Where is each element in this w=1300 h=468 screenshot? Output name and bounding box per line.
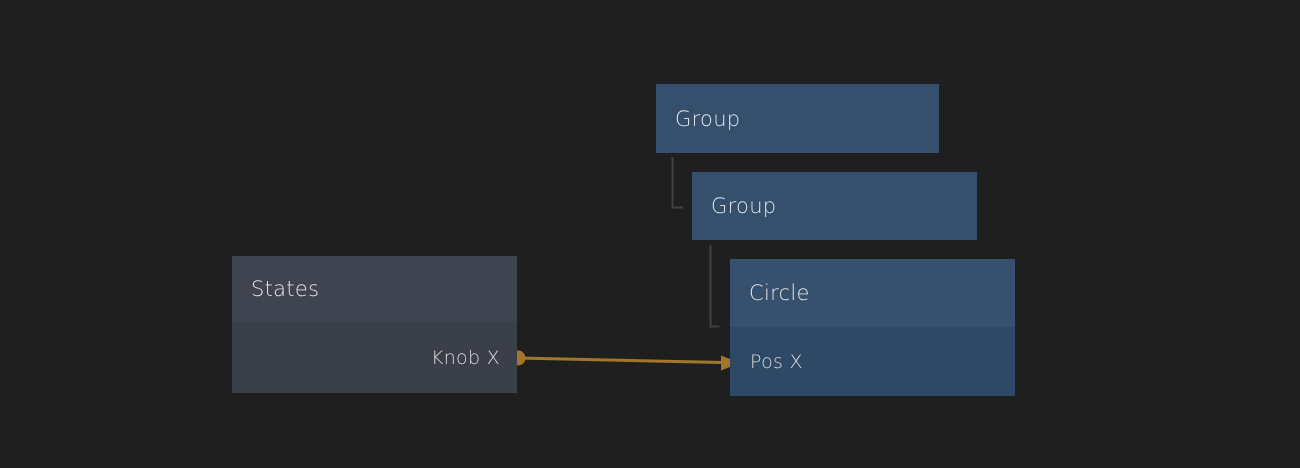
attribute-row-knob-x[interactable]: Knob X: [232, 322, 517, 393]
node-states-header[interactable]: States: [232, 256, 517, 322]
node-title: Group: [675, 106, 741, 131]
node-circle[interactable]: Circle Pos X: [730, 259, 1015, 396]
node-group-2[interactable]: Group: [692, 172, 977, 240]
node-group-1[interactable]: Group: [656, 84, 939, 153]
attribute-label: Knob X: [430, 346, 500, 369]
attribute-row-pos-x[interactable]: Pos X: [730, 327, 1015, 396]
node-title: Group: [711, 194, 777, 218]
wire-line[interactable]: [517, 356, 724, 364]
wire-knobx-to-posx[interactable]: [510, 350, 741, 371]
node-title: States: [251, 277, 320, 301]
node-title: Circle: [749, 281, 810, 305]
attribute-label: Pos X: [750, 350, 803, 373]
node-states[interactable]: States Knob X: [232, 256, 517, 393]
tree-connector-group1-group2: [671, 157, 683, 209]
node-circle-header[interactable]: Circle: [730, 259, 1015, 327]
tree-connector-group2-circle: [709, 245, 720, 328]
